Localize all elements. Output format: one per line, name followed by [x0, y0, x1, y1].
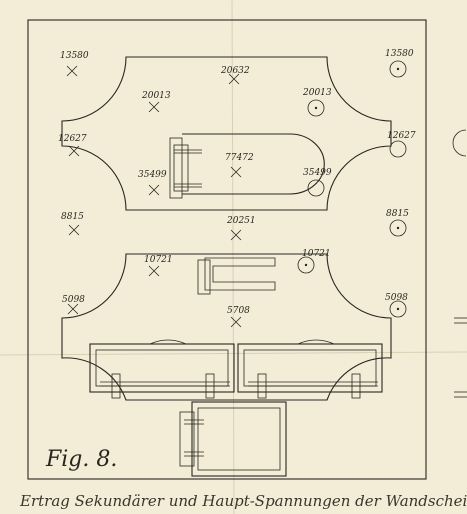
cross-marker	[68, 224, 80, 236]
clamp-post	[111, 373, 121, 399]
label-top-right: 13580	[385, 49, 414, 59]
label-between-left: 8815	[61, 212, 84, 222]
bottom-clamp-box	[191, 401, 287, 477]
circle-marker	[389, 60, 407, 78]
upper-clamp	[169, 137, 183, 199]
right-clamp-box	[237, 343, 383, 393]
circle-marker	[307, 179, 325, 197]
bottom-clamp-post	[179, 411, 195, 467]
circle-marker-dot	[396, 226, 400, 230]
cross-marker	[230, 166, 242, 178]
circle-marker-dot	[304, 263, 308, 267]
circle-marker-dot	[396, 307, 400, 311]
figure-frame	[27, 19, 427, 480]
paper-fold	[231, 0, 235, 514]
label-top-left: 13580	[60, 51, 89, 61]
label-side-right: 5098	[385, 293, 408, 303]
cross-marker	[68, 145, 80, 157]
label-side-left: 5098	[62, 295, 85, 305]
cross-marker	[148, 184, 160, 196]
label-top-center: 20632	[220, 66, 250, 76]
clamp-post	[205, 373, 215, 399]
right-clamp-box-inner	[243, 349, 377, 387]
label-between-right: 8815	[386, 209, 409, 219]
upper-plate-outline	[61, 56, 392, 211]
label-lower-right: 35499	[303, 168, 332, 178]
markers	[66, 60, 407, 328]
circle-marker-dot	[396, 67, 400, 71]
label-mid-left: 12627	[58, 134, 87, 144]
label-center: 77472	[225, 153, 254, 163]
cross-marker	[148, 101, 160, 113]
figure-caption: Ertrag Sekundärer und Haupt-Spannungen d…	[19, 492, 467, 510]
cross-marker	[148, 265, 160, 277]
label-lower-left: 35499	[138, 170, 167, 180]
box-arc	[149, 339, 187, 345]
circle-marker	[297, 256, 315, 274]
cross-marker	[230, 316, 242, 328]
cross-marker	[228, 73, 240, 85]
circle-marker-dot	[314, 106, 318, 110]
circle-marker	[307, 99, 325, 117]
bottom-clamp-inner	[197, 407, 281, 471]
label-lower-center: 5708	[227, 306, 250, 316]
h-cutout	[204, 257, 276, 291]
clamp-post	[257, 373, 267, 399]
label-lower-inner-left: 10721	[144, 255, 173, 265]
edge-circle-fragment	[452, 129, 467, 157]
label-inner-right: 20013	[302, 88, 332, 98]
figure-label: Fig. 8.	[45, 447, 117, 472]
circle-marker	[389, 219, 407, 237]
label-inner-left: 20013	[141, 91, 171, 101]
clamp-post	[351, 373, 361, 399]
label-lower-inner-right: 10721	[302, 249, 331, 259]
upper-clamp-inner	[173, 144, 189, 192]
label-mid-right: 12627	[387, 131, 416, 141]
cross-marker	[67, 303, 79, 315]
left-clamp-box	[89, 343, 235, 393]
left-clamp-box-inner	[95, 349, 229, 387]
box-arc	[297, 339, 335, 345]
cross-marker	[66, 65, 78, 77]
cross-marker	[230, 229, 242, 241]
lower-plate-outline	[61, 253, 392, 401]
label-between-center: 20251	[226, 216, 256, 226]
circle-marker	[389, 300, 407, 318]
upper-opening	[182, 133, 325, 195]
h-cutout-post	[197, 259, 211, 295]
circle-marker	[389, 140, 407, 158]
